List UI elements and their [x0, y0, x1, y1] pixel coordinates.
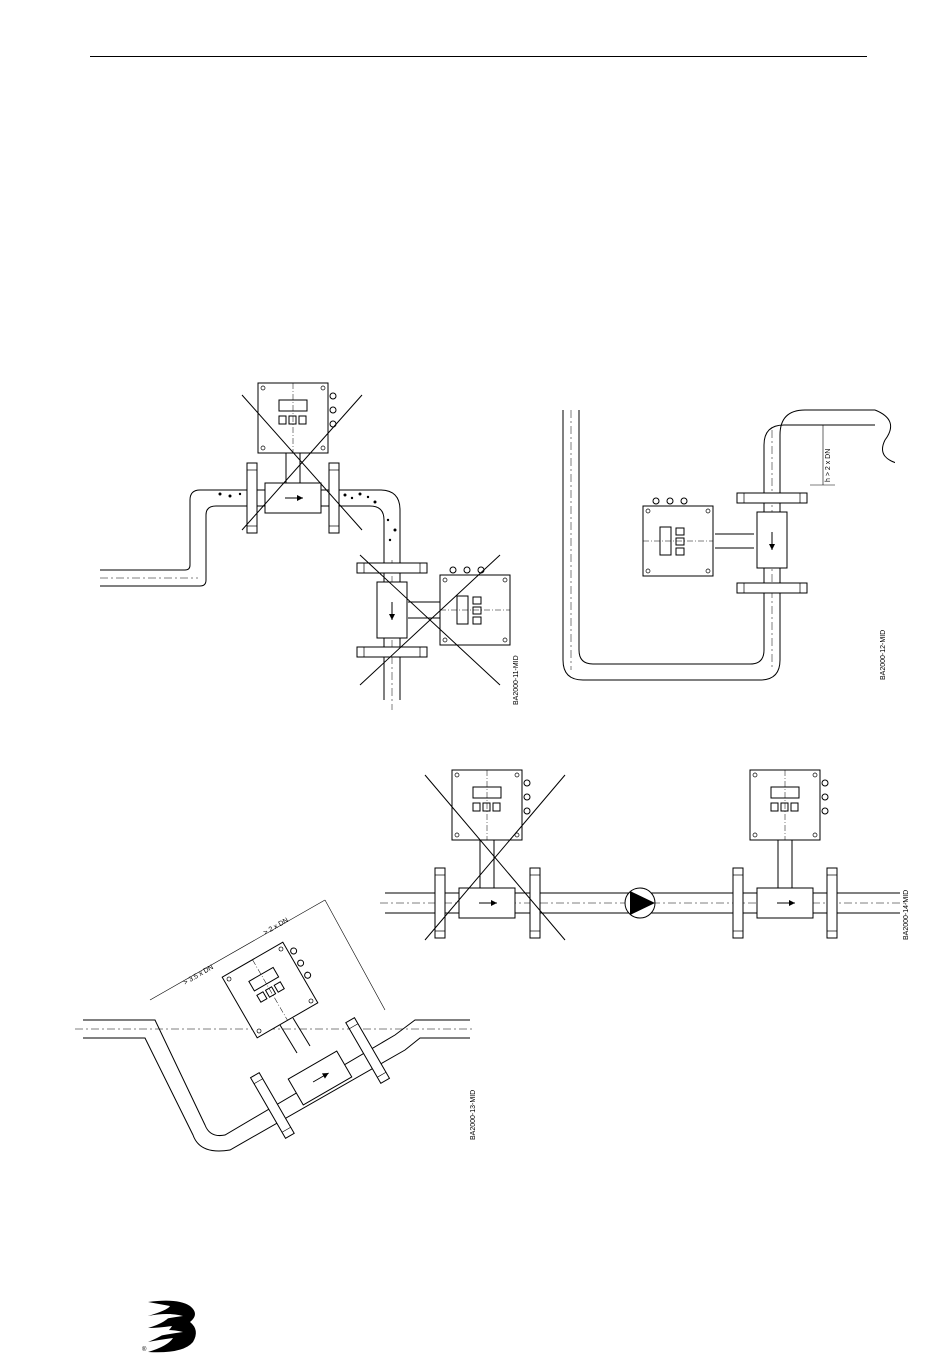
installation-diagram-u-bend: h > 2 x DN BA2000-12-MID — [555, 400, 895, 700]
company-logo-icon — [138, 1296, 208, 1358]
dimension-label-b: > 2 x DN — [263, 917, 290, 937]
dimension-label-a: > 3.5 x DN — [183, 964, 215, 987]
dimension-label: h > 2 x DN — [825, 449, 832, 482]
registered-mark: ® — [142, 1347, 146, 1353]
figure-label: BA2000-12-MID — [880, 630, 887, 680]
installation-diagram-not-recommended-high-point: BA2000-11-MID — [90, 380, 530, 720]
figure-label: BA2000-13-MID — [470, 1090, 477, 1140]
figure-label: BA2000-11-MID — [513, 655, 520, 705]
figure-label: BA2000-14-MID — [903, 890, 910, 940]
installation-diagram-pump: BA2000-14-MID — [380, 765, 920, 945]
header-rule — [90, 56, 867, 57]
